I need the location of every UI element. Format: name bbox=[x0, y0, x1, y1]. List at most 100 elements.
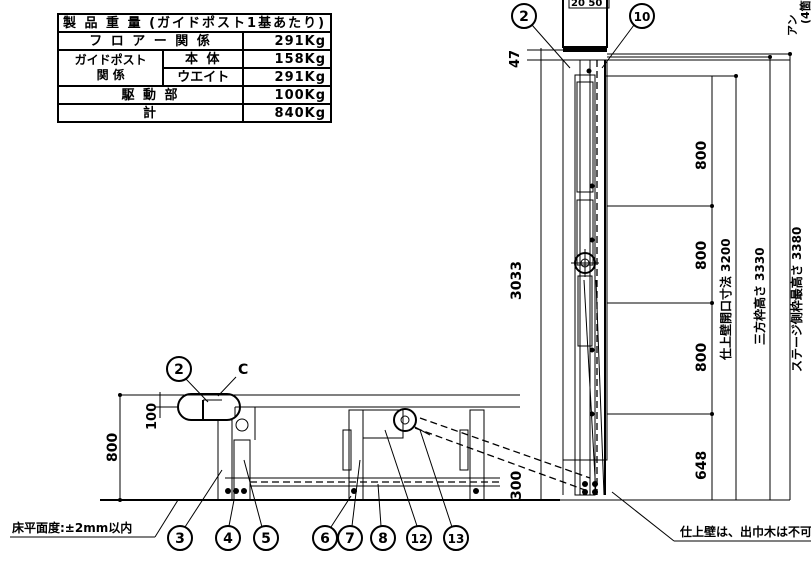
floor-value: 291Kg bbox=[242, 31, 333, 51]
dim-648: 648 bbox=[694, 451, 710, 480]
weight-table: 製 品 重 量 (ガイドポスト1基あたり) フ ロ ア ー 関 係 291Kg … bbox=[56, 13, 333, 123]
dim-tick-2 bbox=[710, 301, 714, 305]
finish-wall-leader bbox=[611, 491, 675, 542]
left-column-2 bbox=[233, 439, 251, 501]
mid-plate bbox=[342, 429, 352, 471]
post-counterweight bbox=[577, 275, 593, 347]
callout-13 bbox=[443, 525, 469, 551]
guidepost-label-line1: ガイドポスト bbox=[74, 53, 147, 67]
drive-pulley-hub bbox=[400, 415, 410, 425]
callout-4-label: 4 bbox=[223, 531, 233, 547]
floor-note-leader bbox=[154, 499, 179, 538]
chain-line-1 bbox=[414, 427, 586, 491]
dim-tick-5 bbox=[768, 55, 772, 59]
dim-3330: 三方枠高さ 3330 bbox=[752, 247, 767, 345]
callout-6-leader bbox=[330, 495, 352, 528]
dim-tick-6 bbox=[788, 52, 792, 56]
left-bolt-2 bbox=[233, 488, 239, 494]
right-plate bbox=[459, 429, 469, 471]
left-dim-800: 800 bbox=[105, 433, 121, 462]
post-bolt-3 bbox=[582, 489, 588, 495]
callout-5 bbox=[253, 525, 279, 551]
callout-2-left bbox=[166, 356, 192, 382]
right-extension-lines bbox=[527, 49, 790, 501]
post-pin-3 bbox=[589, 347, 595, 353]
callout-2-left-leader bbox=[185, 378, 209, 403]
callout-C-label: C bbox=[238, 362, 248, 378]
left-column-cap bbox=[235, 418, 249, 432]
left-dim-tick-1 bbox=[118, 393, 122, 397]
floor-label: フ ロ ア ー 関 係 bbox=[56, 31, 245, 51]
callout-12-leader bbox=[384, 429, 418, 527]
top-partial-note-2: (4箇 bbox=[798, 0, 811, 24]
dim-3380: ステージ側枠最高さ 3380 bbox=[789, 227, 804, 372]
post-bolt-1 bbox=[582, 481, 588, 487]
callout-10-leader bbox=[601, 24, 635, 69]
callout-C-leader bbox=[217, 376, 237, 397]
body-label: 本 体 bbox=[162, 49, 245, 69]
plan-view bbox=[100, 393, 591, 501]
dim-tick-3 bbox=[710, 412, 714, 416]
post-diag-1 bbox=[583, 279, 597, 496]
callout-8-label: 8 bbox=[378, 531, 388, 547]
post-window-1 bbox=[576, 81, 594, 193]
post-pin-top bbox=[586, 68, 592, 74]
chain-line-2 bbox=[419, 417, 591, 479]
callout-7 bbox=[337, 525, 363, 551]
floor-flatness-note: 床平面度:±2mm以内 bbox=[12, 520, 132, 535]
dim-3033: 3033 bbox=[509, 261, 525, 300]
left-bolt-3 bbox=[241, 488, 247, 494]
weight-table-header: 製 品 重 量 (ガイドポスト1基あたり) bbox=[56, 13, 333, 33]
post-top-cap bbox=[563, 46, 607, 52]
top-dim-box bbox=[568, 0, 610, 9]
drive-pulley bbox=[393, 408, 417, 432]
callout-12-label: 12 bbox=[411, 532, 428, 546]
top-partial-dim: 20 50 bbox=[571, 0, 602, 9]
dim-800-1: 800 bbox=[694, 141, 710, 170]
dim-tick-4 bbox=[734, 74, 738, 78]
dim-300: 300 bbox=[509, 471, 525, 500]
dim-47: 47 bbox=[508, 50, 523, 68]
guidepost-label: ガイドポスト 関 係 bbox=[56, 49, 165, 87]
post-diag-2 bbox=[595, 279, 605, 496]
dim-800-3: 800 bbox=[694, 343, 710, 372]
weight-label: ウエイト bbox=[162, 67, 245, 87]
callout-3-label: 3 bbox=[175, 531, 185, 547]
total-label: 計 bbox=[56, 103, 245, 123]
guidepost-elevation bbox=[562, 0, 608, 496]
total-value: 840Kg bbox=[242, 103, 333, 123]
dim-3200: 仕上壁開口寸法 3200 bbox=[718, 238, 733, 361]
drive-label: 駆 動 部 bbox=[56, 85, 245, 105]
post-bolt-4 bbox=[592, 489, 598, 495]
callout-2-top-label: 2 bbox=[519, 9, 529, 25]
callout-4 bbox=[215, 525, 241, 551]
post-pin-4 bbox=[589, 411, 595, 417]
drive-box bbox=[362, 409, 404, 439]
dim-800-2: 800 bbox=[694, 241, 710, 270]
drive-value: 100Kg bbox=[242, 85, 333, 105]
callout-12 bbox=[406, 525, 432, 551]
mid-column bbox=[348, 409, 364, 501]
callout-5-leader bbox=[243, 459, 263, 528]
callout-13-label: 13 bbox=[448, 532, 465, 546]
callout-13-leader bbox=[419, 429, 453, 528]
guidepost-label-line2: 関 係 bbox=[96, 68, 125, 82]
callout-6-label: 6 bbox=[320, 531, 330, 547]
callout-4-leader bbox=[228, 499, 235, 527]
right-bolt bbox=[473, 488, 479, 494]
dim-tick-1 bbox=[710, 204, 714, 208]
left-dim-tick-2 bbox=[118, 498, 122, 502]
callout-2-top-leader bbox=[531, 24, 571, 69]
callout-7-leader bbox=[351, 459, 361, 527]
callout-8-leader bbox=[377, 483, 382, 527]
rail-C-section bbox=[177, 393, 241, 421]
left-column bbox=[217, 419, 233, 501]
post-pin-1 bbox=[589, 183, 595, 189]
callout-8 bbox=[370, 525, 396, 551]
right-column bbox=[469, 409, 485, 501]
top-partial-note-1: アン bbox=[786, 14, 799, 36]
callout-3 bbox=[167, 525, 193, 551]
callout-5-label: 5 bbox=[261, 531, 271, 547]
